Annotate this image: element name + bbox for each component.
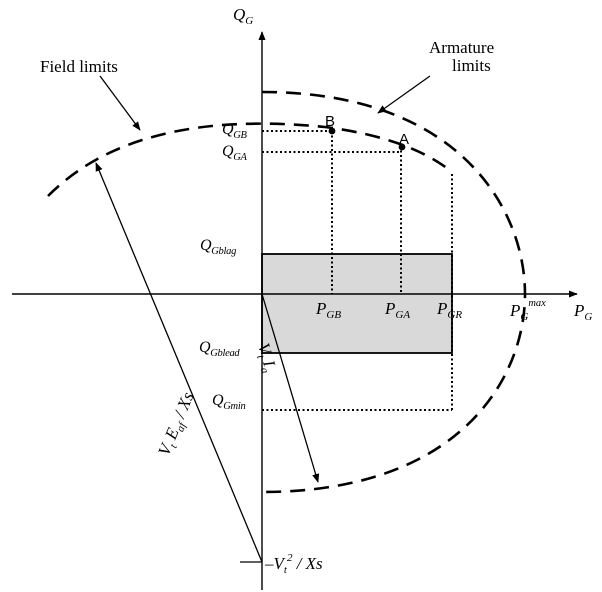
field-limit-curve [47,122,453,197]
q-axis-title: QG [233,5,253,27]
point-b-label: B [325,113,335,130]
qgmin-label: QGmin [212,392,245,412]
pgb-label: PGB [315,299,341,321]
pgr-label: PGR [436,299,462,321]
operating-region [261,253,453,354]
armature-limits-label-line2: limits [452,56,491,75]
qgblag-label: QGblag [200,237,236,257]
armature-radius-line [261,293,320,483]
field-limits-label: Field limits [40,57,118,76]
field-limits-pointer [99,75,141,131]
qga-label: QGA [222,143,248,163]
point-b-marker [328,127,336,135]
armature-limits-pointer [377,75,431,114]
field-radius-label: Vt Eaf / Xs [154,389,200,460]
armature-limits-label-line1: Armature [429,38,494,57]
qgblead-label: QGblead [199,339,240,359]
point-a-label: A [399,131,409,148]
pga-label: PGA [384,299,410,321]
center-label: –Vt2 / Xs [264,552,323,576]
point-a-marker [398,143,406,151]
p-axis-title: PG [573,301,592,323]
pgmax-label: PGmax [509,298,546,323]
field-radius-line [95,162,263,563]
armature-limit-curve [261,90,527,494]
qgb-label: QGB [222,121,248,141]
